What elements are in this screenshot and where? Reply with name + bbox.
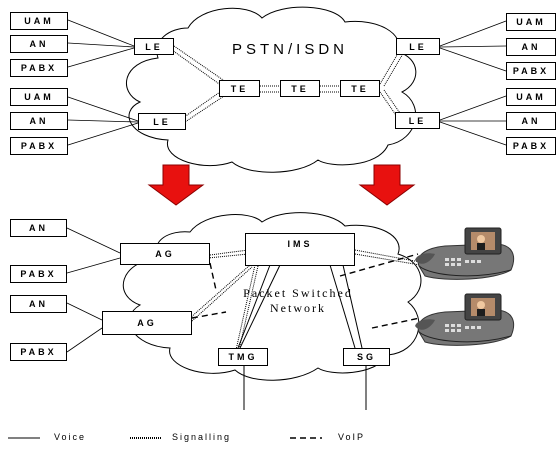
top-left-uam-1: UAM	[10, 12, 68, 30]
top-right-an-2: AN	[506, 112, 556, 130]
top-left-an-1: AN	[10, 35, 68, 53]
top-left-pabx-2: PABX	[10, 137, 68, 155]
access-gateway-1: AG	[120, 243, 210, 265]
transit-exchange-middle: TE	[280, 80, 320, 97]
bottom-left-pabx-2: PABX	[10, 343, 67, 361]
legend-signalling-label: Signalling	[172, 432, 232, 442]
transit-exchange-left: TE	[219, 80, 260, 97]
bottom-left-an-2: AN	[10, 295, 67, 313]
top-right-pabx-2: PABX	[506, 137, 556, 155]
bottom-left-pabx-1: PABX	[10, 265, 67, 283]
local-exchange-bottom-left: LE	[138, 113, 186, 130]
pstn-isdn-label: PSTN/ISDN	[232, 41, 348, 58]
legend-voip-label: VoIP	[338, 432, 366, 442]
videophone-1-icon	[415, 227, 515, 280]
top-right-uam-2: UAM	[506, 88, 556, 106]
left-down-arrow	[147, 164, 205, 206]
top-left-uam-2: UAM	[10, 88, 68, 106]
bottom-signalling-links	[189, 249, 421, 351]
top-right-pabx-1: PABX	[506, 62, 556, 80]
right-down-arrow	[358, 164, 416, 206]
bottom-left-an-1: AN	[10, 219, 67, 237]
top-right-voice-links	[439, 20, 507, 146]
top-right-an-1: AN	[506, 38, 556, 56]
local-exchange-top-right: LE	[396, 38, 440, 55]
packet-network-label-line2: Network	[270, 301, 326, 315]
local-exchange-bottom-right: LE	[395, 112, 440, 129]
evolution-arrows	[147, 164, 416, 206]
bottom-voip-links	[191, 253, 421, 329]
top-left-an-2: AN	[10, 112, 68, 130]
top-right-uam-1: UAM	[506, 13, 556, 31]
trunk-media-gateway: TMG	[218, 348, 268, 366]
videophone-2-icon	[415, 293, 515, 346]
access-gateway-2: AG	[102, 311, 192, 335]
local-exchange-top-left: LE	[134, 38, 174, 55]
signalling-gateway: SG	[343, 348, 390, 366]
packet-network-label-line1: Packet Switched	[243, 286, 353, 300]
top-left-pabx-1: PABX	[10, 59, 68, 77]
legend-voice-label: Voice	[54, 432, 87, 442]
ims-node: IMS	[245, 233, 355, 266]
transit-exchange-right: TE	[340, 80, 380, 97]
top-left-voice-links	[67, 19, 139, 146]
pstn-isdn-cloud	[125, 6, 417, 173]
bottom-left-voice-links	[66, 227, 121, 353]
bottom-voice-links	[237, 264, 367, 410]
